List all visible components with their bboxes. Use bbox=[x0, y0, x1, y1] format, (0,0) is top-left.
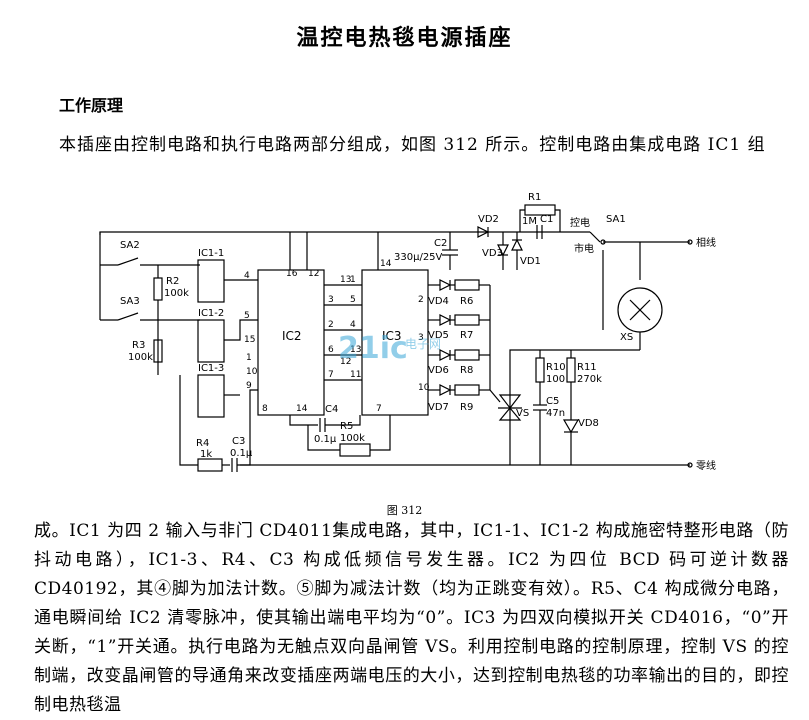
ic3-pin: 14 bbox=[380, 259, 392, 269]
body-paragraph: 成。IC1 为四 2 输入与非门 CD4011集成电路，其中，IC1-1、IC1… bbox=[34, 521, 789, 715]
c3-label: C3 bbox=[232, 436, 245, 447]
vd6-label: VD6 bbox=[428, 365, 449, 376]
r8-label: R8 bbox=[460, 365, 473, 376]
vd8-label: VD8 bbox=[578, 418, 599, 429]
watermark: 21ic 电子网 bbox=[338, 331, 441, 366]
ic3-pin: 12 bbox=[340, 357, 351, 367]
watermark-logo: 21ic bbox=[338, 331, 408, 366]
c2-value: 330μ/25V bbox=[394, 252, 443, 263]
ic1-3-label: IC1-3 bbox=[198, 363, 224, 374]
vd7-label: VD7 bbox=[428, 402, 449, 413]
control-line-label: 控电 bbox=[570, 216, 590, 229]
vd2-label: VD2 bbox=[478, 214, 499, 225]
r9-label: R9 bbox=[460, 402, 473, 413]
ic2-pin: 8 bbox=[262, 404, 268, 414]
ic2-pin: 16 bbox=[286, 269, 298, 279]
sa3-label: SA3 bbox=[120, 296, 140, 307]
r6-label: R6 bbox=[460, 296, 473, 307]
sa2-label: SA2 bbox=[120, 240, 140, 251]
vd3-label: VD3 bbox=[482, 248, 503, 259]
c5-value: 47n bbox=[546, 408, 565, 419]
c4-value: 0.1μ bbox=[314, 434, 337, 445]
ic2-pin: 15 bbox=[244, 335, 255, 345]
ic3-pin: 2 bbox=[418, 295, 424, 305]
r4-label: R4 bbox=[196, 438, 209, 449]
ic3-pin: 7 bbox=[376, 404, 382, 414]
ic1-1-label: IC1-1 bbox=[198, 248, 224, 259]
watermark-subtitle: 电子网 bbox=[405, 337, 441, 351]
r2-value: 100k bbox=[164, 288, 189, 299]
ic2-label: IC2 bbox=[282, 329, 302, 343]
ic3-pin: 1 bbox=[350, 275, 356, 285]
r4-value: 1k bbox=[200, 449, 212, 460]
vd4-label: VD4 bbox=[428, 296, 449, 307]
live-line-label: 相线 bbox=[696, 236, 716, 249]
ic2-pin: 12 bbox=[308, 269, 319, 279]
ic3-label: IC3 bbox=[382, 329, 402, 343]
ic3-pin: 10 bbox=[418, 383, 430, 393]
top-rail-wire bbox=[99, 231, 470, 235]
ic2-pin: 6 bbox=[328, 345, 334, 355]
r11-value: 270k bbox=[577, 374, 602, 385]
c4-label: C4 bbox=[325, 404, 338, 415]
page-title: 温控电热毯电源插座 bbox=[296, 25, 513, 51]
ic1-2-label: IC1-2 bbox=[198, 308, 224, 319]
r1-label: R1 bbox=[528, 192, 541, 203]
neutral-line-label: 零线 bbox=[696, 459, 716, 472]
vd5-label: VD5 bbox=[428, 330, 449, 341]
ic2-pin: 7 bbox=[328, 370, 334, 380]
xs-label: XS bbox=[620, 332, 633, 343]
r1-value: 1M bbox=[522, 216, 537, 227]
ic2-pin: 1 bbox=[246, 353, 252, 363]
r7-label: R7 bbox=[460, 330, 473, 341]
r10-label: R10 bbox=[546, 362, 566, 373]
ic2-pin: 4 bbox=[244, 271, 250, 281]
r5-value: 100k bbox=[340, 433, 365, 444]
intro-paragraph: 本插座由控制电路和执行电路两部分组成，如图 312 所示。控制电路由集成电路 I… bbox=[59, 135, 766, 155]
ic3-pin: 13 bbox=[350, 345, 361, 355]
r3-value: 100k bbox=[128, 352, 153, 363]
r10-value: 100 bbox=[546, 374, 565, 385]
ic2-pin: 14 bbox=[296, 404, 308, 414]
ic3-pin: 4 bbox=[350, 320, 356, 330]
c5-label: C5 bbox=[546, 396, 559, 407]
c2-label: C2 bbox=[434, 238, 447, 249]
ic2-pin: 3 bbox=[328, 295, 334, 305]
power-line-label: 市电 bbox=[574, 242, 594, 255]
ic3-pin: 5 bbox=[350, 295, 356, 305]
r11-label: R11 bbox=[577, 362, 597, 373]
r5-label: R5 bbox=[340, 421, 353, 432]
section-heading: 工作原理 bbox=[59, 96, 124, 115]
ic2-pin: 10 bbox=[246, 367, 258, 377]
c3-value: 0.1μ bbox=[230, 448, 253, 459]
ic3-pin: 11 bbox=[350, 370, 361, 380]
ic2-pin: 2 bbox=[328, 320, 334, 330]
figure-caption: 图 312 bbox=[386, 504, 423, 517]
r2-label: R2 bbox=[166, 276, 179, 287]
c1-label: C1 bbox=[540, 214, 553, 225]
sa1-label: SA1 bbox=[606, 214, 626, 225]
r3-label: R3 bbox=[132, 340, 145, 351]
vs-label: VS bbox=[516, 408, 529, 419]
ic3-pin: 3 bbox=[418, 333, 424, 343]
ic2-pin: 9 bbox=[246, 381, 252, 391]
circuit-diagram: SA2 SA3 SA1 IC1-1 IC1-2 IC1-3 IC2 IC3 R1… bbox=[99, 192, 716, 472]
vd1-label: VD1 bbox=[520, 256, 541, 267]
ic2-pin: 5 bbox=[244, 311, 250, 321]
ic2-pin: 13 bbox=[340, 275, 351, 285]
